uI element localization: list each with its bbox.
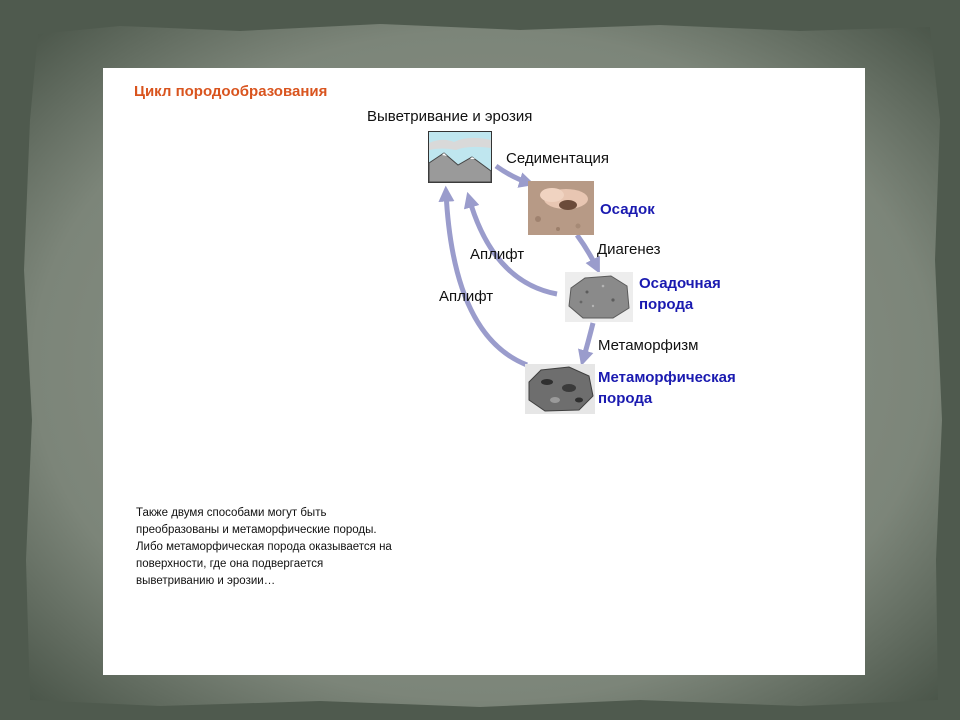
cycle-arrows <box>438 163 600 368</box>
uplift-inner-label: Аплифт <box>470 246 525 263</box>
sedimentary-rock-label-line2: порода <box>639 296 694 313</box>
metamorphic-rock-label-line2: порода <box>598 390 653 407</box>
sedimentary-rock-label: Осадочная порода <box>639 273 721 315</box>
sediment-label: Осадок <box>600 201 655 218</box>
sedimentation-label: Седиментация <box>506 150 610 167</box>
metamorphic-rock-photo <box>525 364 595 414</box>
description-line: выветриванию и эрозии… <box>136 575 276 587</box>
hands-sediment-photo <box>528 181 594 235</box>
metamorphic-rock-label: Метаморфическая порода <box>598 367 736 409</box>
arrow-uplift-outer <box>438 185 528 368</box>
metamorphism-label: Метаморфизм <box>598 337 699 354</box>
mountain-landscape-icon <box>428 131 492 183</box>
arrow-diagenesis <box>574 233 600 274</box>
arrow-sedimentation <box>494 163 536 188</box>
description-line: преобразованы и метаморфические породы. <box>136 524 377 536</box>
metamorphic-rock-label-line1: Метаморфическая <box>598 369 736 386</box>
uplift-outer-label: Аплифт <box>439 288 494 305</box>
slide-title: Цикл породообразования <box>134 83 328 100</box>
slide-content: Цикл породообразования Выветривание и эр… <box>103 68 865 675</box>
description-text: Также двумя способами могут быть преобра… <box>136 505 476 590</box>
sedimentary-rock-photo <box>565 272 633 322</box>
description-line: Также двумя способами могут быть <box>136 507 327 519</box>
diagenesis-label: Диагенез <box>597 241 661 258</box>
description-line: Либо метаморфическая порода оказывается … <box>136 541 392 553</box>
sedimentary-rock-label-line1: Осадочная <box>639 275 721 292</box>
weathering-label: Выветривание и эрозия <box>367 108 533 125</box>
arrow-uplift-inner <box>463 191 558 297</box>
arrow-metamorphism <box>578 322 596 367</box>
description-line: поверхности, где она подвергается <box>136 558 324 570</box>
